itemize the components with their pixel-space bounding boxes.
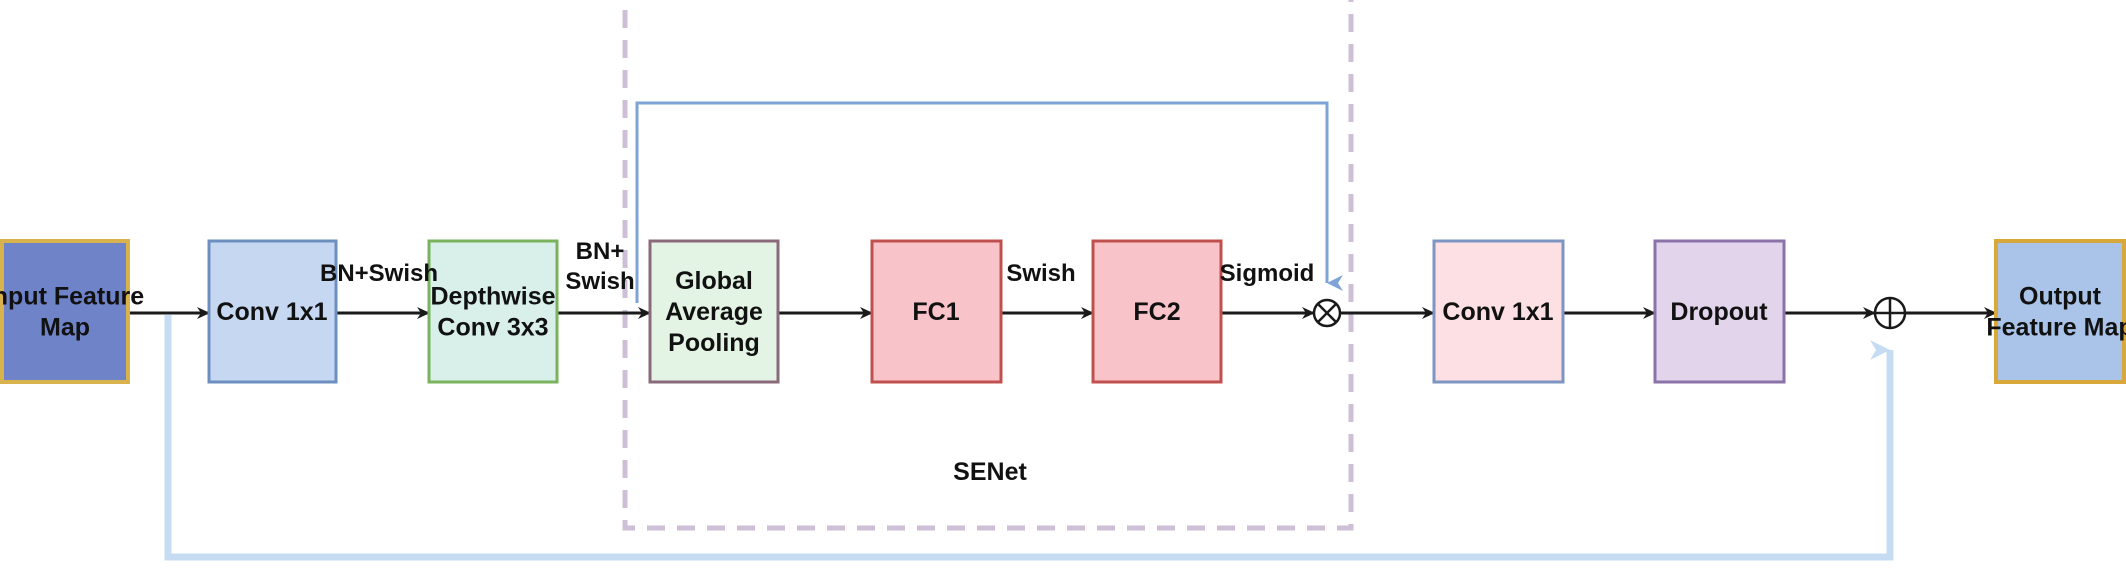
label-line: Input Feature [0, 283, 144, 311]
add-operator-icon [1873, 296, 1907, 330]
multiply-operator-icon [1312, 298, 1342, 328]
label-line: Conv 1x1 [1442, 298, 1553, 326]
node-fc1: FC1 [870, 239, 1003, 384]
edge-label-swish: Swish [1006, 260, 1075, 287]
label-line: Conv 3x3 [437, 314, 548, 342]
label-line: Output [2019, 283, 2102, 311]
svg-text:Dropout: Dropout [1670, 298, 1768, 326]
svg-text:FC1: FC1 [912, 298, 959, 326]
label-line: Depthwise [430, 283, 555, 311]
label-line: Average [665, 298, 763, 326]
label-line: Conv 1x1 [216, 298, 327, 326]
svg-text:FC2: FC2 [1133, 298, 1180, 326]
svg-text:Conv 1x1: Conv 1x1 [216, 298, 327, 326]
label-line: Feature Map [1986, 314, 2126, 342]
label-line: FC2 [1133, 298, 1180, 326]
se-skip-connection [635, 101, 1343, 303]
label-line: FC1 [912, 298, 959, 326]
svg-text:Conv 1x1: Conv 1x1 [1442, 298, 1553, 326]
node-conv1x1-expand: Conv 1x1 [207, 239, 338, 384]
label-line: Dropout [1670, 298, 1768, 326]
label-line: Global [675, 267, 753, 295]
edge-label-bn-swish-2: BN+ Swish [565, 238, 634, 295]
senet-region [622, 0, 1354, 531]
label-line: Map [40, 314, 90, 342]
senet-label: SENet [953, 458, 1027, 486]
label-line: Pooling [668, 329, 760, 357]
node-fc2: FC2 [1091, 239, 1223, 384]
label-line: BN+ [576, 238, 625, 265]
edge-label-sigmoid: Sigmoid [1220, 260, 1315, 287]
label-line: Swish [565, 268, 634, 295]
residual-skip-connection [164, 315, 1894, 561]
node-dropout: Dropout [1653, 239, 1786, 384]
edge-label-bn-swish-1: BN+Swish [320, 260, 438, 287]
node-conv1x1-project: Conv 1x1 [1432, 239, 1565, 384]
